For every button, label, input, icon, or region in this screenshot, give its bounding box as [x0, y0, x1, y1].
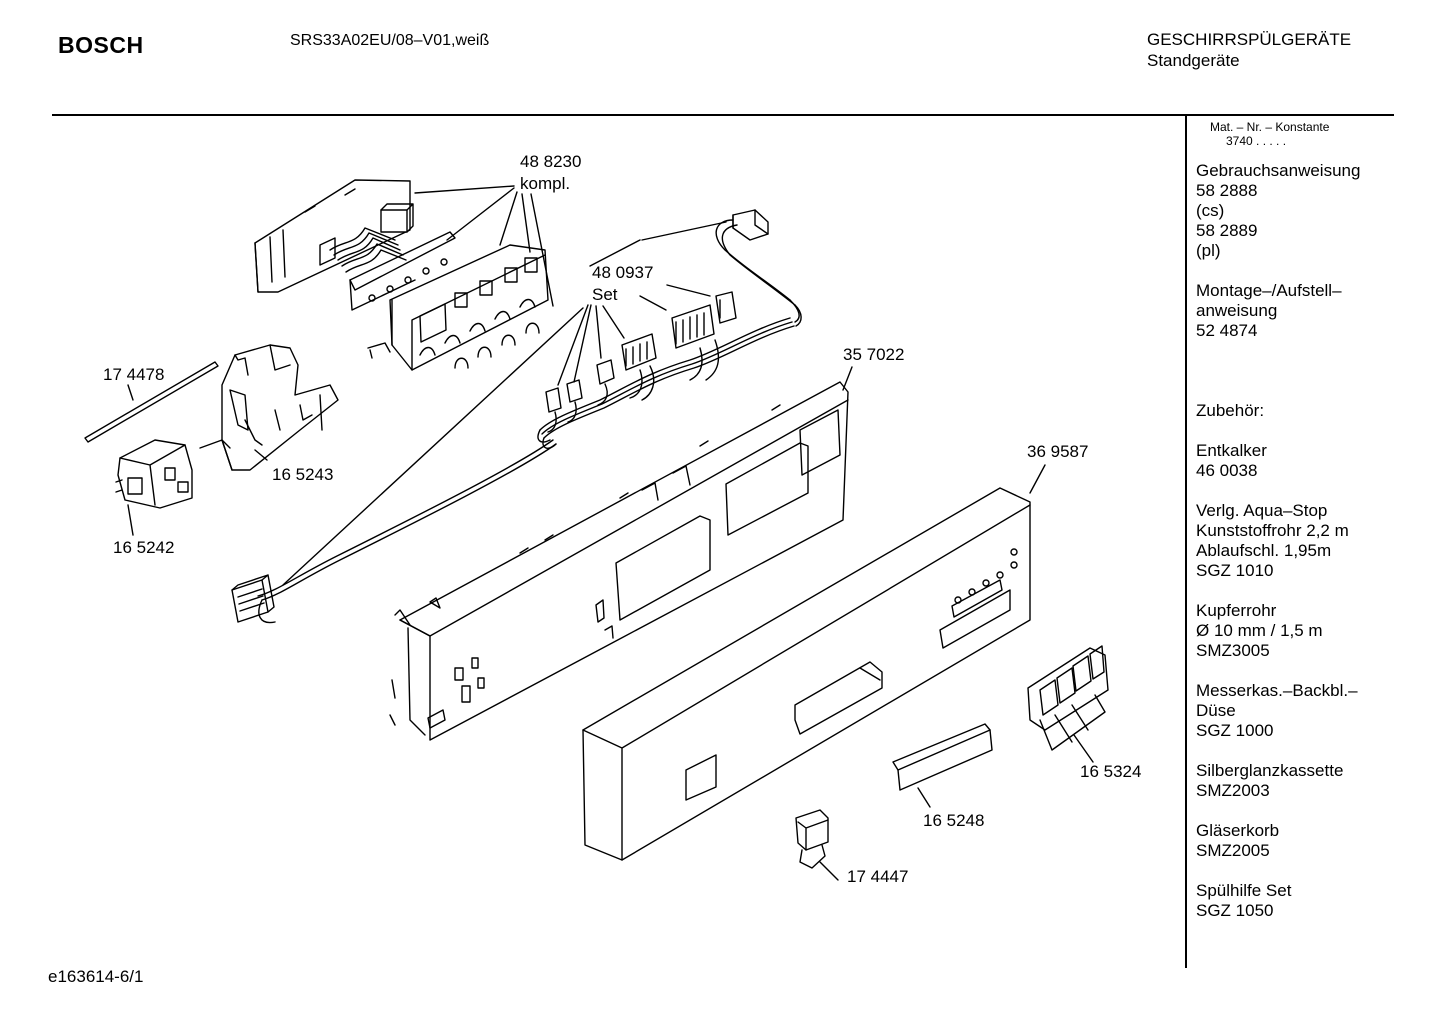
- part-label-174478: 17 4478: [103, 365, 164, 384]
- sidebar-block-aquastop: Verlg. Aqua–Stop Kunststoffrohr 2,2 m Ab…: [1196, 501, 1396, 581]
- sidebar-block-manual: Gebrauchsanweisung 58 2888 (cs) 58 2889 …: [1196, 161, 1396, 261]
- part-label-357022: 35 7022: [843, 345, 904, 364]
- sidebar-line: SMZ3005: [1196, 641, 1270, 660]
- accessory-list: Gebrauchsanweisung 58 2888 (cs) 58 2889 …: [1196, 161, 1396, 941]
- part-label-174447: 17 4447: [847, 867, 908, 886]
- part-label-165248: 16 5248: [923, 811, 984, 830]
- mat-number-label: Mat. – Nr. – Konstante: [1210, 120, 1330, 134]
- sidebar-line: Ø 10 mm / 1,5 m: [1196, 621, 1323, 640]
- part-label-165243: 16 5243: [272, 465, 333, 484]
- part-label-165242: 16 5242: [113, 538, 174, 557]
- sidebar-line: Kunststoffrohr 2,2 m: [1196, 521, 1349, 540]
- rod-part: [84, 361, 219, 443]
- small-button-part: [795, 809, 829, 869]
- sidebar-line: SMZ2003: [1196, 781, 1270, 800]
- sidebar-line: Düse: [1196, 701, 1236, 720]
- subcategory-title: Standgeräte: [1147, 51, 1240, 70]
- sidebar-line: (pl): [1196, 241, 1221, 260]
- sidebar-line: 52 4874: [1196, 321, 1258, 340]
- sidebar-line: 58 2888: [1196, 181, 1258, 200]
- sidebar-block-glass-basket: Gläserkorb SMZ2005: [1196, 821, 1396, 861]
- sidebar-block-silver-cassette: Silberglanzkassette SMZ2003: [1196, 761, 1396, 801]
- trim-strip-part: [892, 723, 993, 791]
- sidebar-block-accessories-heading: Zubehör:: [1196, 401, 1396, 421]
- sidebar-line: Spülhilfe Set: [1196, 881, 1292, 900]
- drawing-code: e163614-6/1: [48, 967, 144, 986]
- category-title: GESCHIRRSPÜLGERÄTE: [1147, 30, 1352, 49]
- part-label-488230-sub: kompl.: [520, 174, 570, 193]
- part-label-480937-sub: Set: [592, 285, 618, 304]
- sidebar-divider: [1185, 116, 1187, 968]
- brand-logo: BOSCH: [58, 32, 144, 58]
- sidebar-block-copper-pipe: Kupferrohr Ø 10 mm / 1,5 m SMZ3005: [1196, 601, 1396, 661]
- sidebar-line: SGZ 1010: [1196, 561, 1274, 580]
- sidebar-line: Verlg. Aqua–Stop: [1196, 501, 1328, 520]
- sidebar-line: Ablaufschl. 1,95m: [1196, 541, 1332, 560]
- bracket-part: [199, 344, 339, 471]
- front-panel-part: [582, 487, 1031, 861]
- part-label-480937: 48 0937: [592, 263, 653, 282]
- sidebar-line: Zubehör:: [1196, 401, 1265, 420]
- sidebar-block-assembly: Montage–/Aufstell– anweisung 52 4874: [1196, 281, 1396, 341]
- header-rule: [52, 114, 1394, 116]
- sidebar-line: 46 0038: [1196, 461, 1258, 480]
- sidebar-line: SMZ2005: [1196, 841, 1270, 860]
- mat-number-value: 3740 . . . . .: [1226, 134, 1287, 148]
- model-number: SRS33A02EU/08–V01,weiß: [290, 32, 490, 49]
- leader-lines: [127, 185, 1094, 881]
- sidebar-line: Gläserkorb: [1196, 821, 1280, 840]
- sidebar-line: Silberglanzkassette: [1196, 761, 1344, 780]
- part-label-369587: 36 9587: [1027, 442, 1088, 461]
- sidebar-line: Entkalker: [1196, 441, 1267, 460]
- sidebar-line: Kupferrohr: [1196, 601, 1277, 620]
- sidebar-line: SGZ 1000: [1196, 721, 1274, 740]
- sidebar-block-nozzle: Messerkas.–Backbl.– Düse SGZ 1000: [1196, 681, 1396, 741]
- part-label-165324: 16 5324: [1080, 762, 1141, 781]
- sidebar-line: anweisung: [1196, 301, 1278, 320]
- control-panel-frame-part: [389, 381, 849, 741]
- sidebar-block-descaler: Entkalker 46 0038: [1196, 441, 1396, 481]
- cable-harness-part: [231, 209, 802, 624]
- part-label-488230: 48 8230: [520, 152, 581, 171]
- sidebar-block-rinse-aid: Spülhilfe Set SGZ 1050: [1196, 881, 1396, 921]
- sidebar-line: 58 2889: [1196, 221, 1258, 240]
- sidebar-line: (cs): [1196, 201, 1225, 220]
- button-set-part: [1027, 645, 1109, 751]
- control-module-part: [254, 179, 549, 371]
- sidebar-line: SGZ 1050: [1196, 901, 1274, 920]
- sidebar-line: Montage–/Aufstell–: [1196, 281, 1342, 300]
- switch-block-part: [115, 439, 193, 509]
- sidebar-line: Messerkas.–Backbl.–: [1196, 681, 1358, 700]
- sidebar-line: Gebrauchsanweisung: [1196, 161, 1361, 180]
